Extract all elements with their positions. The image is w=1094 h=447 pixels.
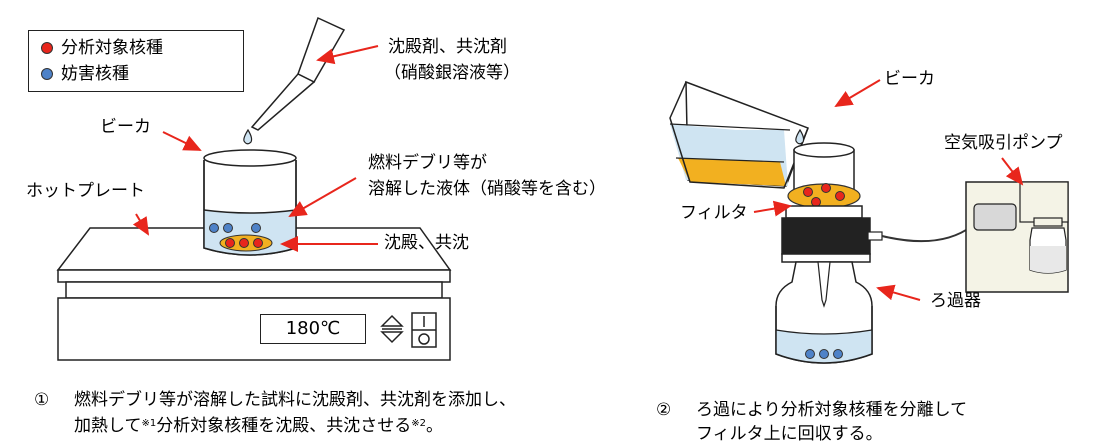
control-arrows-icon (380, 314, 404, 344)
legend: 分析対象核種 妨害核種 (28, 30, 244, 92)
filter-clamp (781, 205, 883, 263)
legend-label: 妨害核種 (61, 64, 129, 84)
label-solution-line1: 燃料デブリ等が (368, 153, 487, 173)
step2-line2: フィルタ上に回収する。 (696, 424, 883, 444)
droplet-right (795, 128, 805, 145)
legend-item-analyte: 分析対象核種 (41, 37, 163, 59)
note1-marker: ※1 (141, 418, 157, 429)
note2-marker: ※2 (411, 418, 426, 429)
step1-number: ① (34, 390, 50, 410)
beaker-left (203, 149, 297, 256)
vacuum-pump (965, 181, 1069, 293)
beaker-right (669, 80, 809, 189)
label-beaker: ビーカ (100, 117, 151, 137)
step1-line1: 燃料デブリ等が溶解した試料に沈殿剤、共沈剤を添加し、 (74, 390, 516, 410)
left-arrows (132, 45, 379, 252)
step1-line2: 加熱して※1分析対象核種を沈殿、共沈させる※2。 (74, 416, 443, 436)
caption-step2: ② ろ過により分析対象核種を分離して フィルタ上に回収する。 (656, 398, 1076, 446)
filter-funnel (787, 142, 861, 209)
label-filter-device: ろ過器 (930, 291, 981, 311)
legend-label: 分析対象核種 (61, 38, 163, 58)
step2-number: ② (656, 400, 672, 420)
analyte-dot-icon (41, 42, 53, 54)
droplet (243, 128, 253, 145)
temperature-display: 180℃ (260, 314, 366, 344)
label-pump: 空気吸引ポンプ (944, 133, 1063, 153)
label-precipitant: 沈殿剤、共沈剤 (388, 37, 507, 57)
label-precipitant-example: （硝酸銀溶液等） (384, 63, 520, 83)
label-precipitate: 沈殿、共沈 (384, 233, 469, 253)
step2-line1: ろ過により分析対象核種を分離して (696, 400, 968, 420)
right-arrows (753, 79, 1024, 301)
switch-icon (411, 312, 437, 348)
label-beaker-right: ビーカ (884, 69, 935, 89)
label-solution-line2: 溶解した液体（硝酸等を含む） (368, 179, 606, 199)
filtration-flask (775, 261, 873, 364)
pipette (250, 16, 346, 131)
interferent-dot-icon (41, 68, 53, 80)
label-filter: フィルタ (680, 203, 748, 223)
legend-item-interferent: 妨害核種 (41, 63, 129, 85)
caption-step1: ① 燃料デブリ等が溶解した試料に沈殿剤、共沈剤を添加し、 加熱して※1分析対象核… (34, 388, 594, 440)
label-hotplate: ホットプレート (26, 181, 145, 201)
